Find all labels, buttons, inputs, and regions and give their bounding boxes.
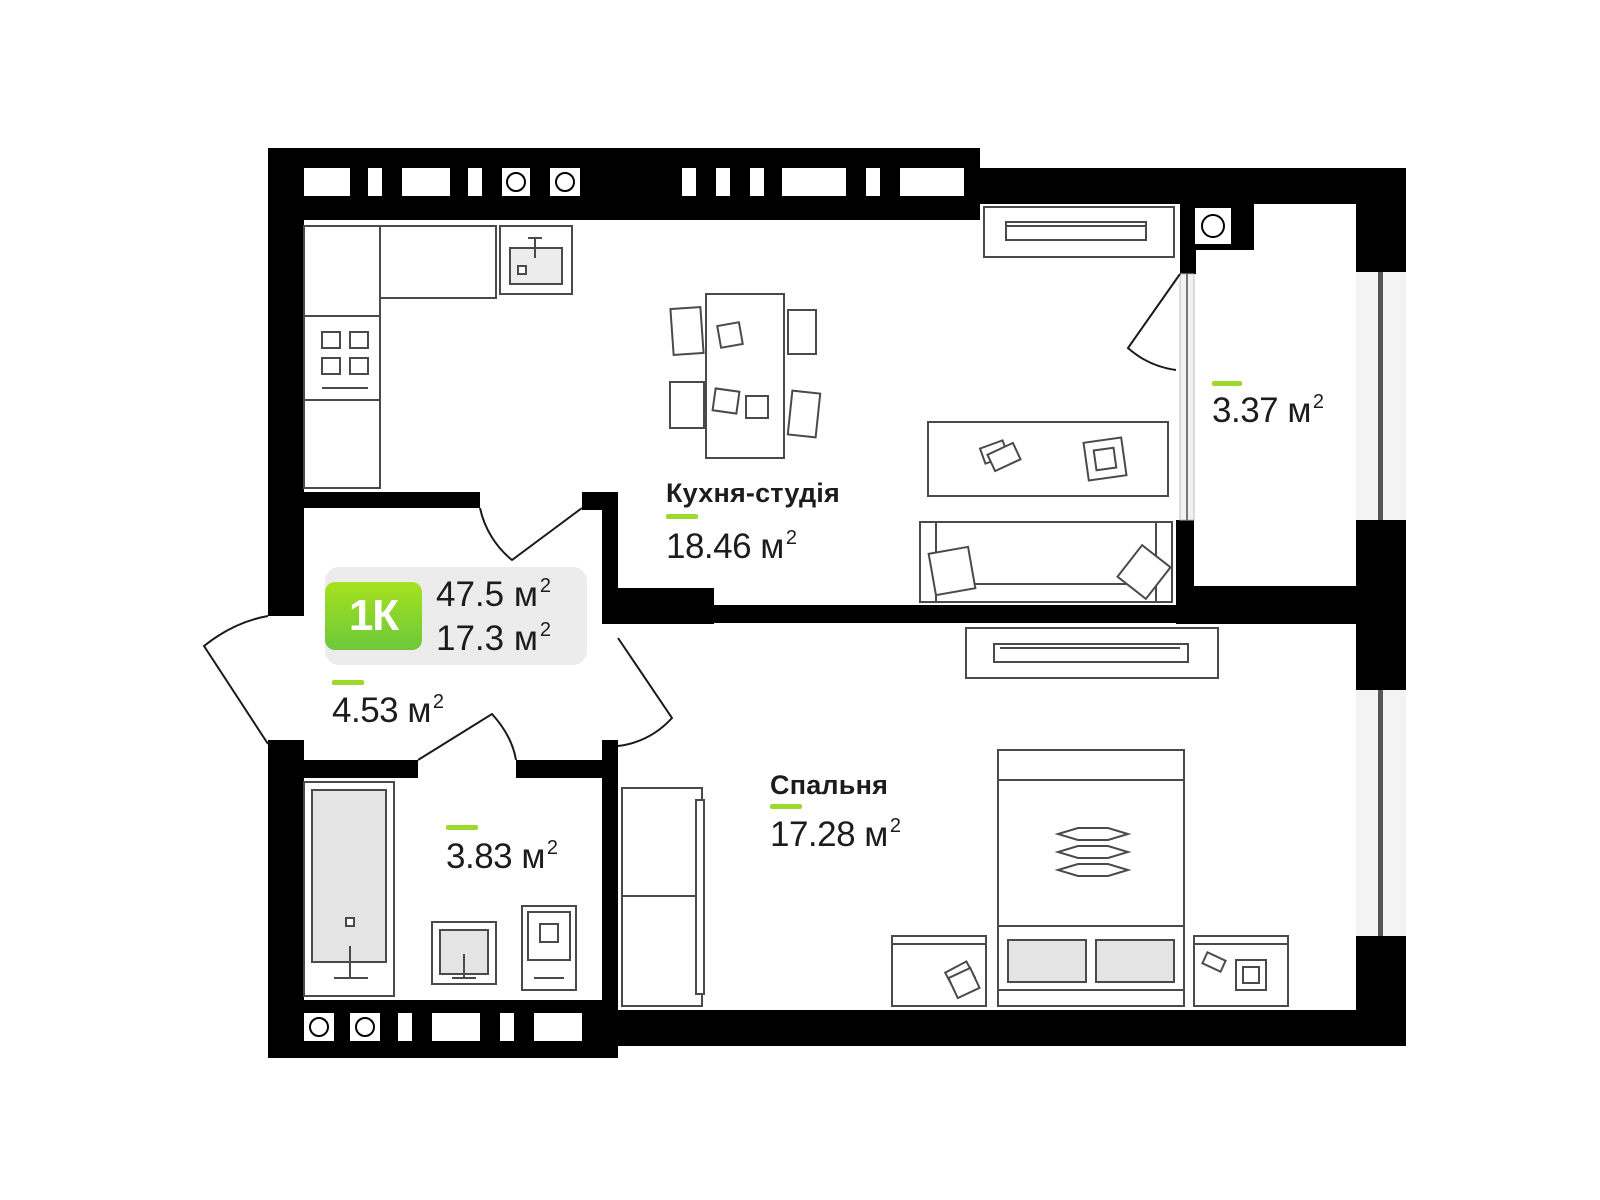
door-bedroom [617,637,674,747]
living-area-sup: 2 [539,619,552,641]
wall-hall-bath-b [516,760,618,778]
wall-kitchen-hall [304,492,480,508]
door-entrance [202,615,269,745]
balcony-area-value: 3.37 м [1212,391,1311,430]
bathroom-area-value: 3.83 м [446,837,545,876]
wall-right-bottom [1356,936,1406,1046]
furniture [303,206,1289,1007]
living-area-value: 17.3 м [436,619,538,658]
vent-circles [309,172,1225,1037]
wall-left-upper [268,148,304,616]
unit-type-badge: 1К [325,582,422,650]
unit-type-label: 1К [348,591,399,640]
kitchen-room-name: Кухня-студія [666,478,840,508]
door-bath [417,712,517,761]
wall-balcony-left [1176,520,1194,610]
area-accent-dashes [332,381,1242,830]
total-area-sup: 2 [539,575,552,597]
hall-area-value: 4.53 м [332,691,431,730]
wall-right-top [1356,168,1406,272]
bedroom-room-name: Спальня [770,770,889,800]
wall-top-left [268,148,980,220]
bathroom-area-sup: 2 [546,837,558,859]
bedroom-area-sup: 2 [889,815,901,837]
door-kitchen [479,507,583,562]
doors [202,273,1181,761]
kitchen-area-value: 18.46 м [666,527,784,566]
right-windows [1356,272,1406,936]
balcony-area-sup: 2 [1312,391,1324,413]
wall-bottom-right [618,1010,1406,1046]
kitchen-area-sup: 2 [785,527,797,549]
wall-kitchen-bed-a [602,588,714,624]
balcony-partition [1179,273,1195,521]
bedroom-area-value: 17.28 м [770,815,888,854]
wall-hall-bath [304,760,418,778]
wall-hall-right-low [602,740,618,1030]
hall-area-sup: 2 [432,691,444,713]
door-balcony [1126,273,1181,371]
total-area-value: 47.5 м [436,575,538,614]
wall-balcony-bottom [1176,586,1366,624]
